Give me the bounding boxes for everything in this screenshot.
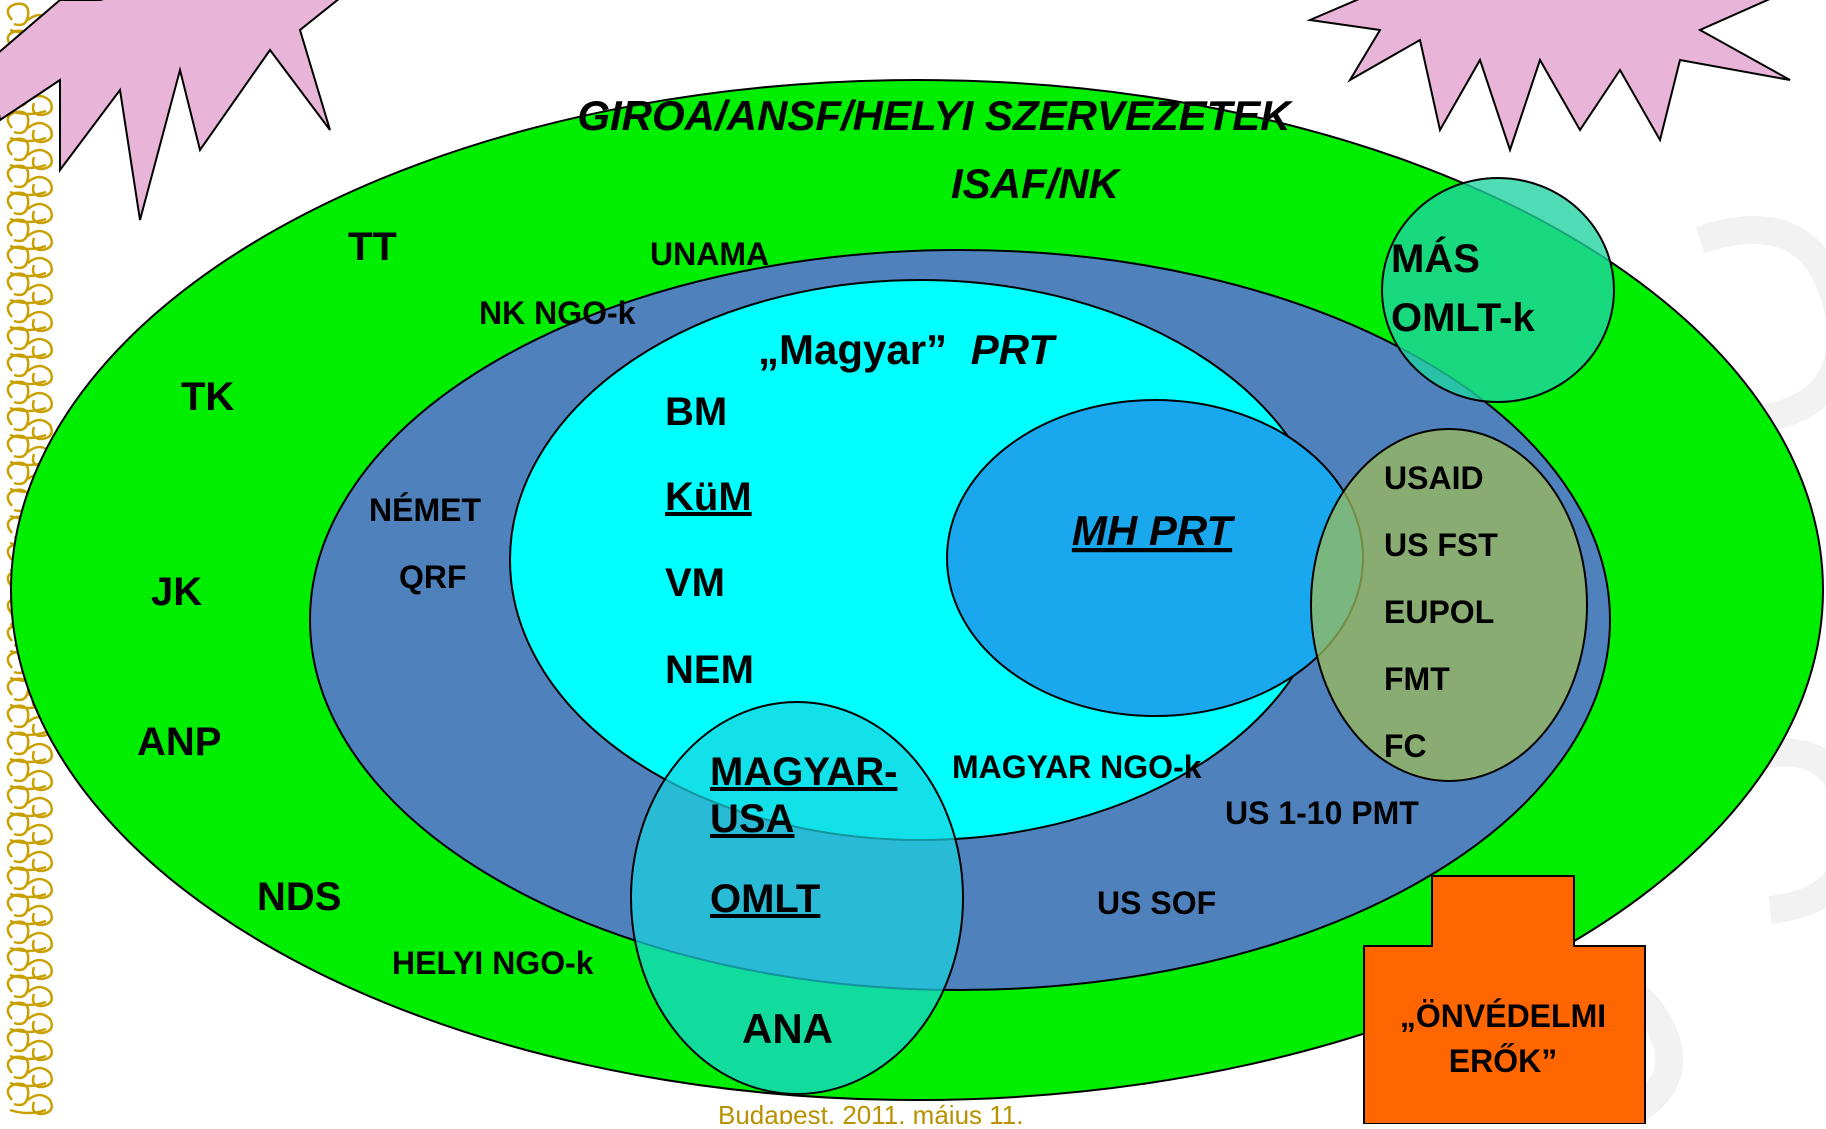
border-loop <box>6 839 53 873</box>
label-tt: TT <box>348 225 397 269</box>
label-kum: KüM <box>665 475 752 519</box>
label-jk: JK <box>151 570 202 614</box>
label-usaid: USAID <box>1384 460 1484 496</box>
label-nk-ngo: NK NGO-k <box>479 295 636 331</box>
ellipse-magyar-usa-omlt <box>630 701 964 1095</box>
border-loop <box>6 1055 53 1089</box>
label-unama: UNAMA <box>650 236 769 272</box>
title-magyar-suffix: PRT <box>971 326 1058 373</box>
label-tk: TK <box>181 375 234 419</box>
title-magyar-prt: „Magyar” PRT <box>758 326 1057 373</box>
border-loop <box>6 920 53 954</box>
title-giroa: GIROA/ANSF/HELYI SZERVEZETEK <box>577 92 1293 139</box>
border-loop <box>6 893 53 927</box>
border-loop <box>6 191 53 225</box>
border-loop <box>6 1001 53 1035</box>
label-helyi-ngo: HELYI NGO-k <box>392 945 594 981</box>
label-fc: FC <box>1384 728 1427 764</box>
border-loop <box>6 1082 53 1116</box>
border-loop <box>6 974 53 1008</box>
border-loop <box>6 137 53 171</box>
border-loop <box>6 326 53 360</box>
border-loop <box>6 164 53 198</box>
border-loop <box>6 1028 53 1062</box>
border-loop <box>6 299 53 333</box>
label-nem: NEM <box>665 648 754 692</box>
footer-date: Budapest, 2011. május 11. <box>718 1100 1023 1124</box>
label-magyar-ngo: MAGYAR NGO-k <box>952 749 1202 785</box>
label-qrf: QRF <box>399 559 467 595</box>
circle-mas-omlt <box>1381 177 1615 403</box>
border-loop <box>6 947 53 981</box>
label-vm: VM <box>665 561 725 605</box>
label-mas: MÁS <box>1391 236 1480 281</box>
label-erok: ERŐK” <box>1449 1043 1557 1079</box>
label-fmt: FMT <box>1384 661 1450 697</box>
border-loop <box>6 218 53 252</box>
label-us-fst: US FST <box>1384 527 1498 563</box>
label-usa: USA <box>710 797 794 841</box>
border-loop <box>6 866 53 900</box>
pink-star-right <box>1306 0 1791 154</box>
label-us-sof: US SOF <box>1097 885 1216 921</box>
label-anp: ANP <box>137 720 221 764</box>
label-eupol: EUPOL <box>1384 594 1494 630</box>
title-magyar-prefix: „Magyar” <box>758 326 947 373</box>
label-bm: BM <box>665 390 727 434</box>
title-mh-prt: MH PRT <box>1072 507 1236 554</box>
label-onvedelmi: „ÖNVÉDELMI <box>1400 998 1606 1034</box>
label-magyar-dash: MAGYAR- <box>710 750 897 794</box>
title-isaf: ISAF/NK <box>951 160 1122 207</box>
pink-star-left <box>0 0 340 221</box>
border-loop <box>6 758 53 792</box>
border-loop <box>6 731 53 765</box>
core-ellipse-mh-prt <box>946 399 1364 717</box>
border-loop <box>6 110 53 144</box>
border-loop <box>6 272 53 306</box>
border-loop <box>6 407 53 441</box>
label-omlt-k: OMLT-k <box>1391 296 1535 340</box>
label-ana: ANA <box>742 1005 833 1052</box>
label-nds: NDS <box>257 875 341 919</box>
ellipse-us-partners <box>1310 428 1588 782</box>
label-us-pmt: US 1-10 PMT <box>1225 795 1419 831</box>
border-loop <box>6 812 53 846</box>
border-loop <box>6 245 53 279</box>
border-loop <box>6 785 53 819</box>
border-loop <box>6 353 53 387</box>
label-omlt: OMLT <box>710 877 820 921</box>
label-nemet: NÉMET <box>369 492 481 528</box>
border-loop <box>6 380 53 414</box>
